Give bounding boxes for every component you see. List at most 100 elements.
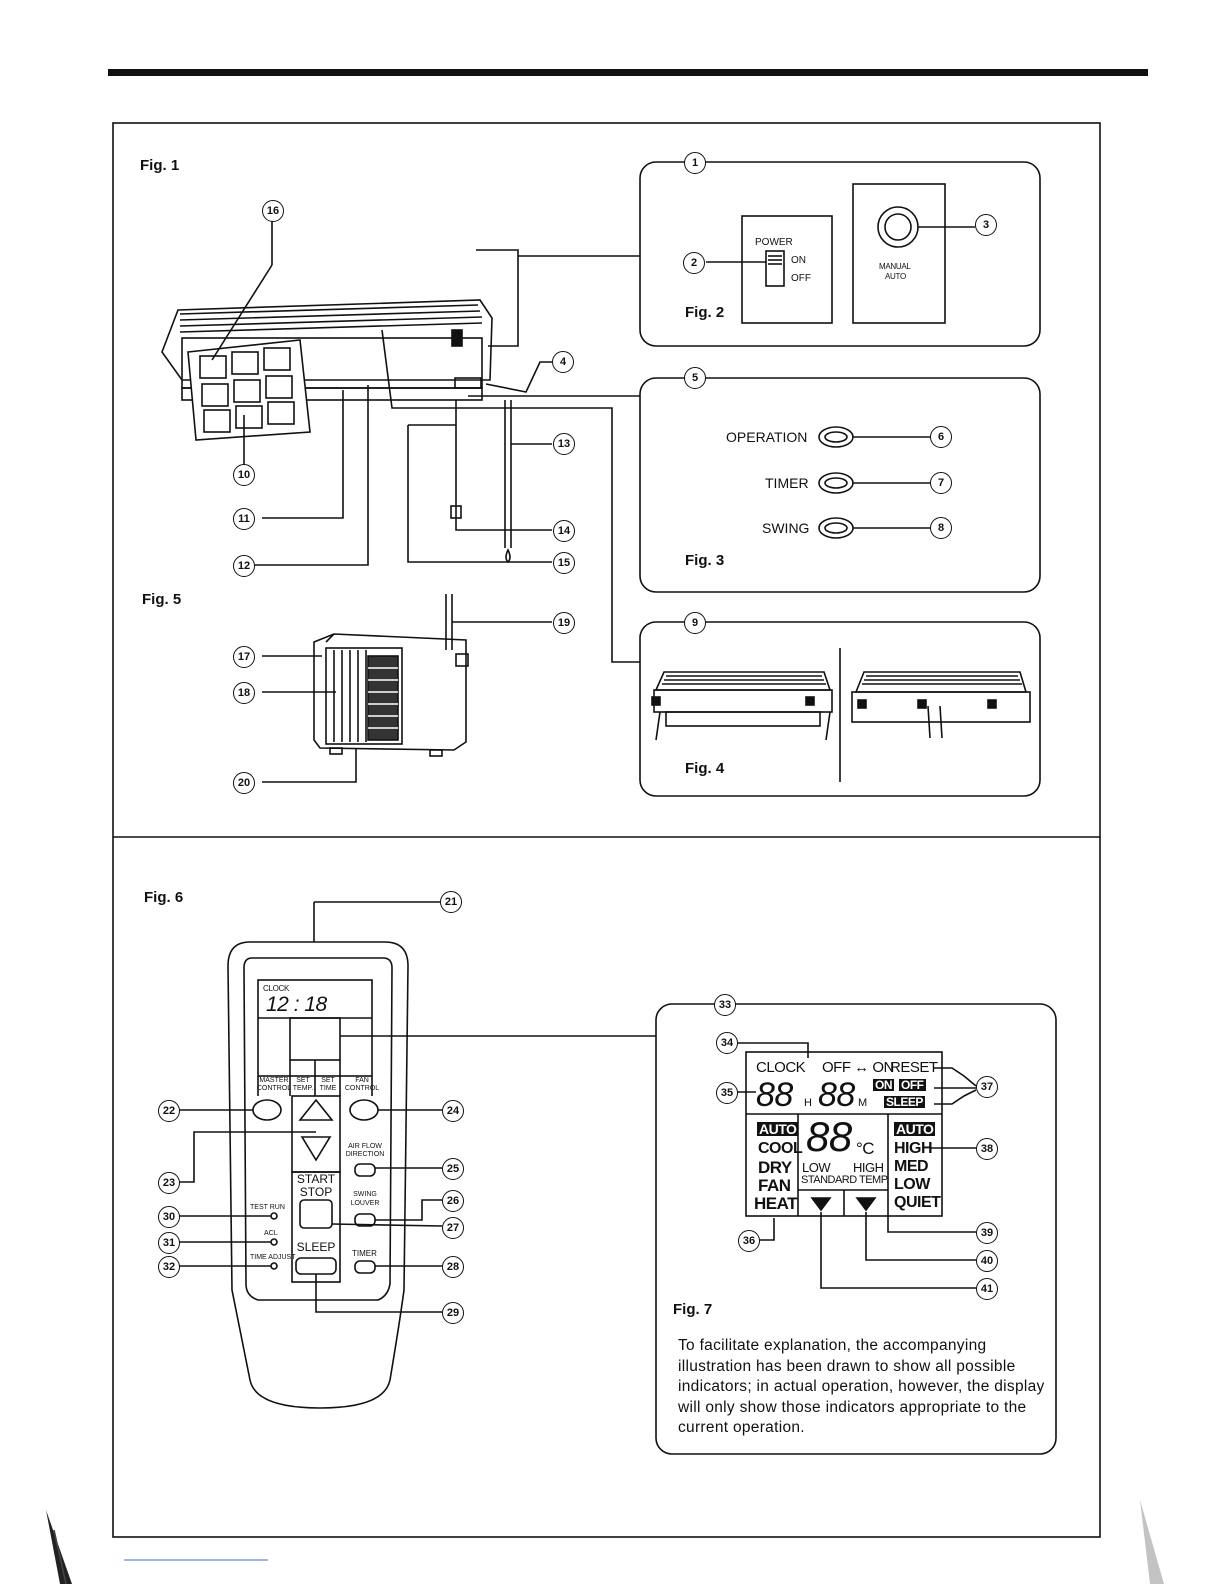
callout-35: 35 — [716, 1082, 738, 1104]
sleep-button — [295, 1257, 337, 1275]
timer-button — [354, 1260, 376, 1274]
outer-frame — [112, 122, 1101, 1538]
callout-25: 25 — [442, 1158, 464, 1180]
power-label: POWER — [755, 237, 793, 248]
lcd-temp-digits: 88 — [806, 1113, 852, 1160]
lcd-mode-dry: DRY — [758, 1158, 792, 1177]
callout-8: 8 — [930, 517, 952, 539]
time-adjust-label: TIME ADJUST — [250, 1254, 296, 1261]
fig2-panel — [639, 161, 1041, 347]
swing-label: SWING — [762, 520, 810, 536]
callout-18: 18 — [233, 682, 255, 704]
lcd-high: HIGH — [853, 1160, 884, 1175]
callout-6: 6 — [930, 426, 952, 448]
callout-17: 17 — [233, 646, 255, 668]
callout-5: 5 — [684, 367, 706, 389]
lcd-sleep: SLEEP — [884, 1095, 925, 1109]
lcd-fan-quiet: QUIET — [894, 1194, 941, 1211]
callout-38: 38 — [976, 1138, 998, 1160]
remote-time: 12 : 18 — [266, 993, 327, 1016]
lcd-hours: 88 — [756, 1076, 793, 1114]
swing-lamp — [818, 517, 854, 539]
lcd-fan-low: LOW — [894, 1176, 930, 1193]
start-stop-button — [299, 1199, 333, 1229]
lcd-minutes: 88 — [818, 1076, 855, 1114]
callout-19: 19 — [553, 612, 575, 634]
callout-15: 15 — [553, 552, 575, 574]
lcd-off-on: OFF ↔ ON — [822, 1059, 894, 1076]
callout-36: 36 — [738, 1230, 760, 1252]
callout-13: 13 — [553, 433, 575, 455]
temp-up-button — [298, 1098, 334, 1121]
sleep-label: SLEEP — [296, 1240, 336, 1254]
callout-27: 27 — [442, 1217, 464, 1239]
fig3-label: Fig. 3 — [685, 552, 725, 569]
acl-label: ACL — [264, 1230, 278, 1237]
callout-37: 37 — [976, 1076, 998, 1098]
callout-22: 22 — [158, 1100, 180, 1122]
fig7-panel — [655, 1003, 1057, 1455]
callout-29: 29 — [442, 1302, 464, 1324]
lcd-fan-med: MED — [894, 1158, 929, 1175]
lcd-degc: °C — [856, 1139, 875, 1158]
callout-39: 39 — [976, 1222, 998, 1244]
manual-auto-box — [852, 183, 946, 324]
fig6-label: Fig. 6 — [144, 889, 184, 906]
fig4-label: Fig. 4 — [685, 760, 725, 777]
callout-16: 16 — [262, 200, 284, 222]
lcd-mode-auto: AUTO — [757, 1121, 799, 1137]
test-run-label: TEST RUN — [250, 1204, 285, 1211]
operation-lamp — [818, 426, 854, 448]
callout-3: 3 — [975, 214, 997, 236]
start-label: START — [296, 1172, 336, 1186]
callout-9: 9 — [684, 612, 706, 634]
master-control-button — [252, 1099, 282, 1121]
manual-auto-button — [877, 206, 919, 248]
callout-26: 26 — [442, 1190, 464, 1212]
manual-label: MANUAL — [879, 262, 911, 271]
lcd-m: M — [858, 1097, 867, 1109]
callout-10: 10 — [233, 464, 255, 486]
lcd-off: OFF — [899, 1078, 926, 1092]
lcd-low: LOW — [802, 1160, 831, 1175]
lcd-mode-fan: FAN — [758, 1176, 791, 1195]
timer-lamp — [818, 472, 854, 494]
stop-label: STOP — [299, 1185, 333, 1199]
fig2-label: Fig. 2 — [685, 304, 725, 321]
fig3-panel — [639, 377, 1041, 593]
lcd-temp: TEMP. — [859, 1174, 889, 1186]
lcd-h: H — [804, 1097, 812, 1109]
lcd-mode-cool: COOL — [758, 1140, 803, 1157]
power-on-label: ON — [791, 255, 806, 266]
fig4-panel — [639, 621, 1041, 797]
remote-clock-label: CLOCK — [263, 984, 290, 993]
callout-23: 23 — [158, 1172, 180, 1194]
fig5-label: Fig. 5 — [142, 591, 182, 608]
timer-button-label: TIMER — [352, 1249, 377, 1258]
auto-label: AUTO — [885, 272, 906, 281]
air-filter — [187, 339, 311, 441]
fig1-label: Fig. 1 — [140, 157, 180, 174]
outdoor-unit — [313, 633, 467, 751]
callout-41: 41 — [976, 1278, 998, 1300]
callout-1: 1 — [684, 152, 706, 174]
callout-2: 2 — [683, 252, 705, 274]
fig7-note: To facilitate explanation, the accompany… — [678, 1337, 1045, 1436]
callout-28: 28 — [442, 1256, 464, 1278]
callout-33: 33 — [714, 994, 736, 1016]
lcd-clock: CLOCK — [756, 1059, 806, 1076]
lcd-fan-high: HIGH — [894, 1140, 933, 1157]
callout-7: 7 — [930, 472, 952, 494]
callout-20: 20 — [233, 772, 255, 794]
fig7-label: Fig. 7 — [673, 1301, 713, 1318]
callout-31: 31 — [158, 1232, 180, 1254]
fan-control-button — [349, 1099, 379, 1121]
remote-body — [227, 941, 409, 1409]
